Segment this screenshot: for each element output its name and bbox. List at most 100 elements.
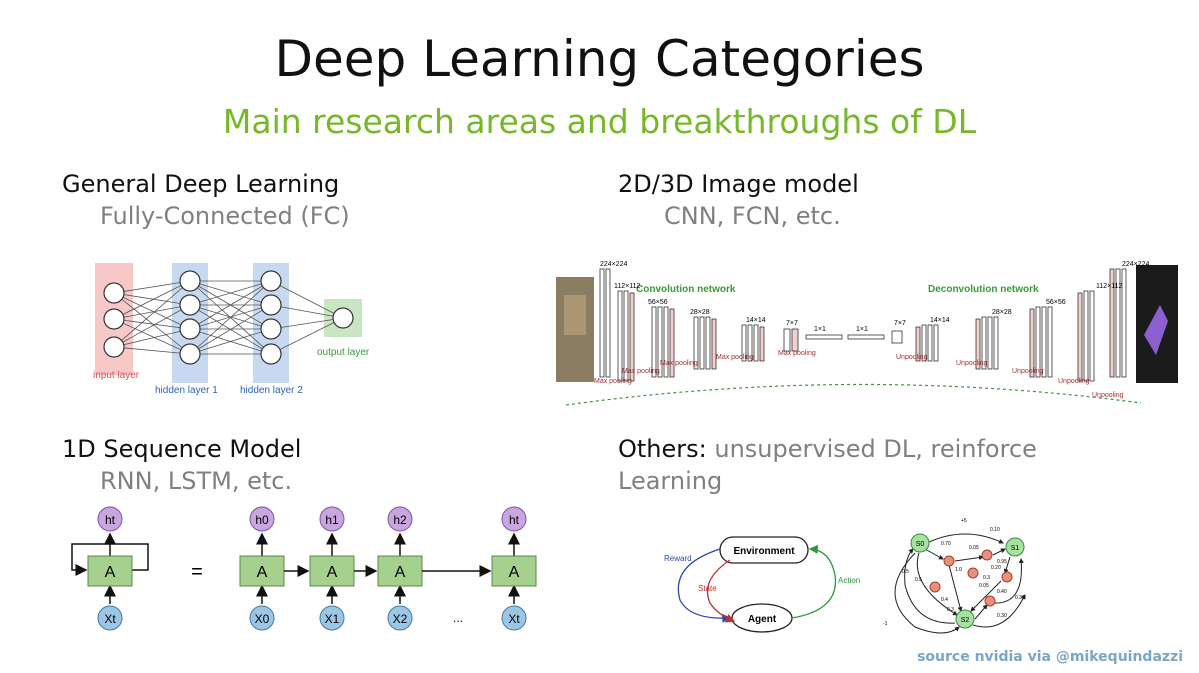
maxpool-label-1: Max pooling [594, 378, 632, 385]
rl-loop-diagram: Environment Agent Reward State Action [664, 536, 860, 633]
mdp-state-s0 [910, 533, 930, 553]
feature-map-block [993, 316, 999, 370]
rnn-h-label-folded: ht [105, 513, 116, 527]
unpool-label-3: Unpooling [1012, 368, 1044, 375]
rnn-x-node-0 [249, 605, 275, 631]
rnn-loop-arrow [71, 543, 149, 576]
rnn-h-node-t [501, 506, 527, 532]
feature-map-block [921, 324, 927, 362]
mdp-edge-6 [970, 580, 1002, 612]
output-layer-label: output layer [317, 347, 370, 358]
fc-edge [270, 280, 344, 319]
fc-edge [113, 292, 191, 355]
general-dl-subheading: Fully-Connected (FC) [100, 202, 350, 230]
size-7-label-dec: 7×7 [894, 320, 906, 327]
mdp-action-node-5 [929, 581, 941, 593]
mdp-action-node-2 [981, 549, 993, 561]
mdp-edge-8 [916, 552, 958, 616]
feature-map-block [975, 318, 981, 370]
feature-map-block [617, 290, 623, 382]
rnn-x-label-0: X0 [255, 612, 270, 626]
mdp-edge-12 [972, 594, 1026, 628]
rl-state-label: State [698, 584, 717, 593]
mdp-s0-label: S0 [916, 541, 925, 548]
mdp-prob-13: 0.30 [1015, 595, 1025, 601]
input-layer-label: input layer [93, 370, 140, 381]
cnn-feature-maps [599, 268, 1127, 382]
cnn-fcn-diagram: Convolution network Deconvolution networ… [556, 261, 1178, 406]
feature-map-block [927, 324, 933, 362]
mdp-action-node-6 [967, 567, 979, 579]
feature-map-block [981, 316, 987, 370]
fc-neuron [179, 343, 201, 365]
fc-neuron [103, 308, 125, 330]
skip-arrow [565, 383, 1142, 406]
fc-edge [113, 280, 191, 320]
mdp-prob-12: 0.3 [947, 607, 954, 613]
feature-map-block [791, 328, 799, 352]
feature-map-block [1041, 306, 1047, 378]
mdp-prob-10: 0.3 [983, 575, 990, 581]
rnn-h-node-folded [97, 506, 123, 532]
unpool-label-2: Unpooling [956, 360, 988, 367]
feature-map-block [699, 316, 705, 370]
feature-map-block [623, 290, 629, 382]
mdp-action-node-1 [943, 555, 955, 567]
mdp-edge-2 [924, 548, 944, 560]
rnn-h-node-0 [249, 506, 275, 532]
source-credit: source nvidia via @mikequindazzi [917, 649, 1183, 665]
rnn-cell-label-t: A [509, 564, 520, 581]
feature-map-block [1029, 308, 1035, 378]
deconv-network-label: Deconvolution network [928, 284, 1039, 295]
size-7-label: 7×7 [786, 320, 798, 327]
mdp-edge-7 [948, 564, 963, 612]
feature-map-block [1089, 290, 1095, 382]
feature-map-block [1109, 268, 1115, 378]
feature-map-block [1115, 268, 1121, 378]
others-heading: Others: unsupervised DL, reinforce [618, 435, 1037, 463]
fc-edge [113, 346, 191, 355]
fc-edge [113, 318, 191, 355]
feature-map-block [1121, 268, 1127, 378]
fc-network-diagram: input layer hidden layer 1 hidden layer … [93, 263, 370, 396]
mdp-prob-0: 0.10 [990, 527, 1000, 533]
fc-edge [113, 318, 191, 330]
conv-network-label: Convolution network [636, 284, 736, 295]
equals-sign: = [191, 561, 203, 583]
fc-neuron [103, 282, 125, 304]
rl-reward-label: Reward [664, 554, 692, 563]
rl-environment-label: Environment [733, 546, 795, 557]
mdp-prob-1: 0.70 [941, 541, 951, 547]
rnn-h-node-2 [387, 506, 413, 532]
rnn-cell-label-2: A [395, 564, 406, 581]
feature-map-block [987, 316, 993, 370]
size-14-label: 14×14 [746, 317, 766, 324]
fc-connections [113, 280, 344, 355]
size-28-label-dec: 28×28 [992, 309, 1012, 316]
fc-edge [113, 280, 191, 294]
fc-edge [189, 280, 272, 355]
others-sub-line2: Learning [618, 467, 723, 495]
feature-map-block [1035, 306, 1041, 378]
rnn-cell-0 [239, 555, 285, 587]
fc-edge [270, 317, 344, 330]
fc-neurons [103, 270, 354, 365]
rnn-h-label-t: ht [509, 513, 520, 527]
mdp-edge-5 [1003, 556, 1011, 574]
feature-map-block [629, 292, 635, 382]
fc-edge [113, 304, 191, 320]
rnn-x-label-2: X2 [393, 612, 408, 626]
mdp-prob-9: 0.05 [979, 583, 989, 589]
rnn-cell-2 [377, 555, 423, 587]
feature-map-block [657, 306, 663, 378]
mdp-edge-13 [894, 552, 960, 634]
mdp-edge-11 [992, 558, 1024, 604]
size-1-label-b: 1×1 [856, 326, 868, 333]
input-image-detail [564, 295, 586, 335]
mdp-prob-4: 0.20 [991, 565, 1001, 571]
fc-edge [189, 304, 272, 355]
mdp-prob-8: 0.4 [941, 597, 948, 603]
mdp-state-s1 [1005, 537, 1025, 557]
size-56-label: 56×56 [648, 299, 668, 306]
size-56-label-dec: 56×56 [1046, 299, 1066, 306]
